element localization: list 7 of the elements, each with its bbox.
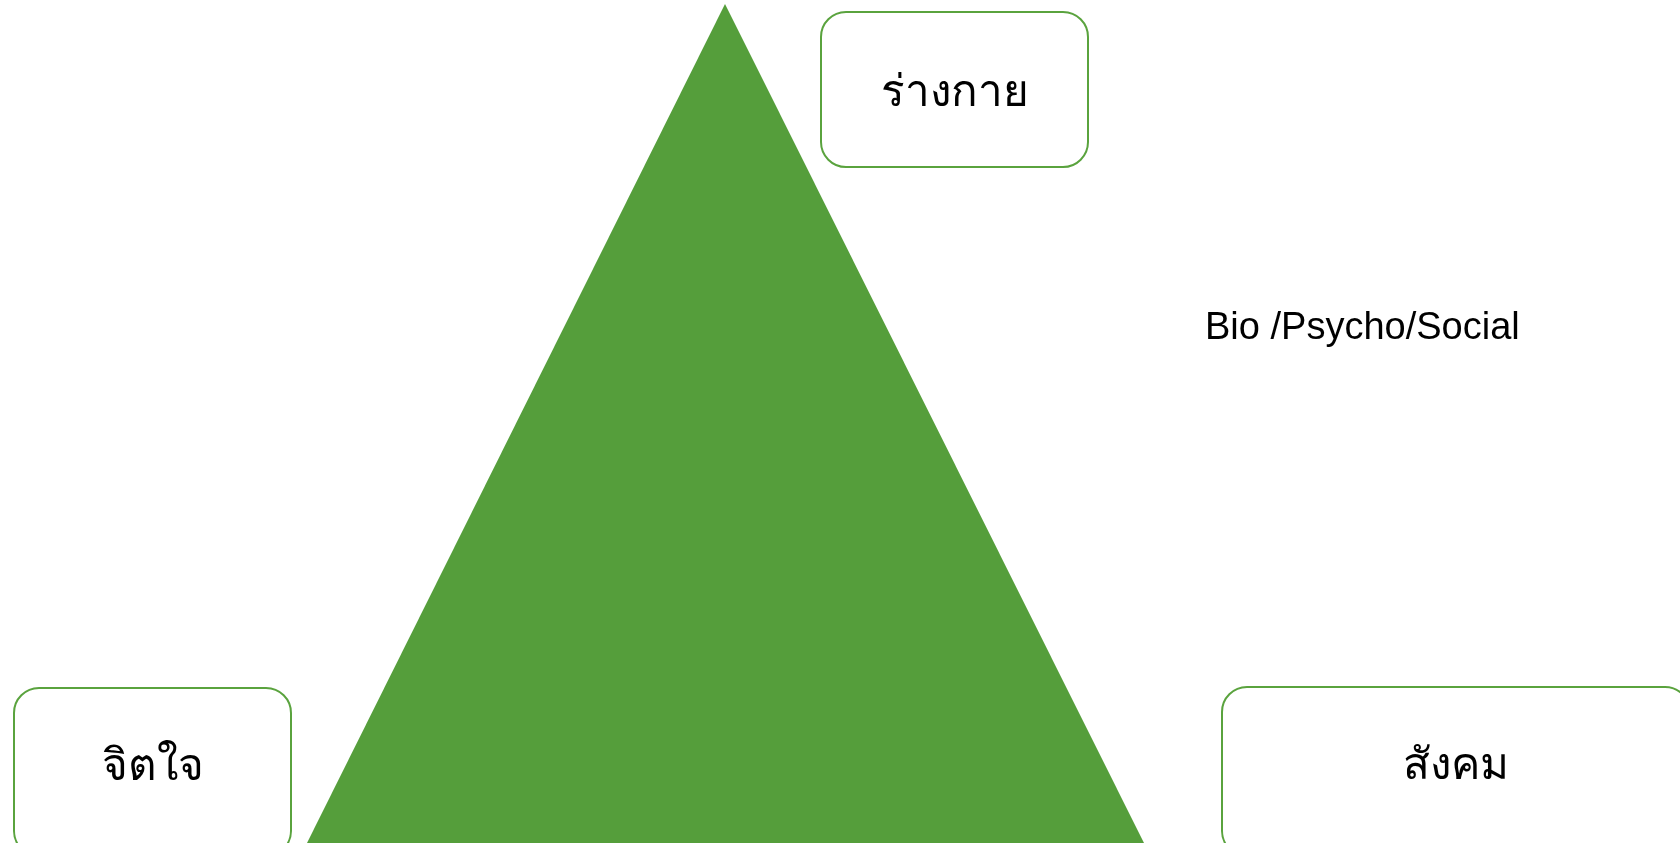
caption-text: Bio /Psycho/Social (1205, 305, 1520, 348)
rounded-box (1221, 686, 1680, 843)
box-label: สังคม (1403, 737, 1509, 791)
box-label: จิตใจ (101, 738, 204, 792)
box-label: ร่างกาย (880, 63, 1029, 118)
rounded-box (820, 11, 1089, 168)
rounded-box (13, 687, 292, 843)
